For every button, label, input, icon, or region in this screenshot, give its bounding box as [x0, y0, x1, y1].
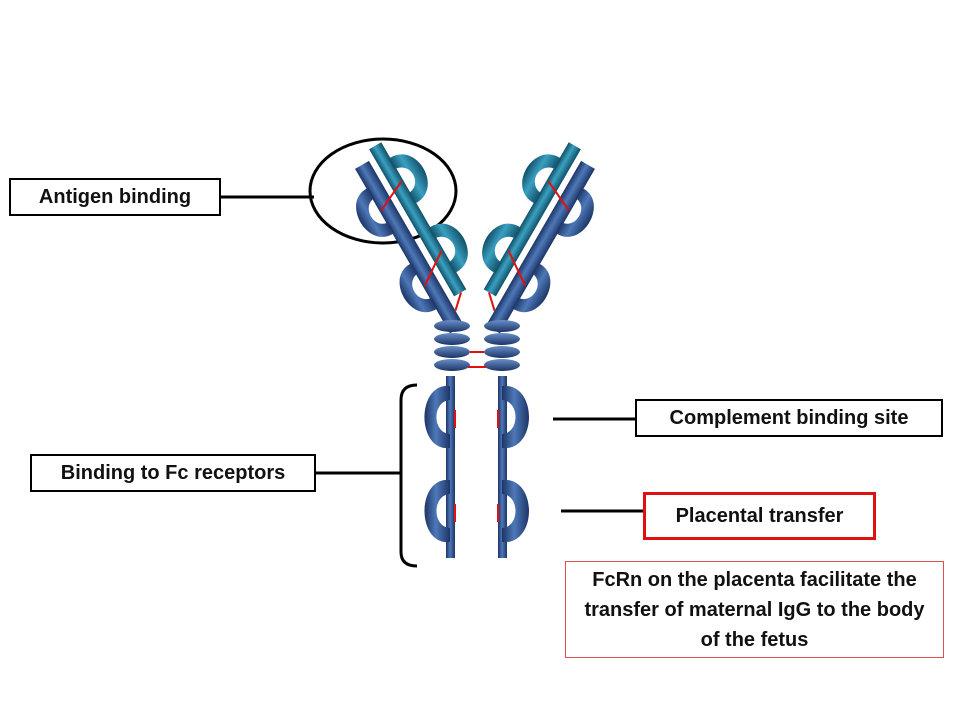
antigen-binding-ellipse [308, 137, 458, 245]
hinge-region [434, 320, 520, 371]
fc-bracket [399, 383, 418, 568]
fc-region [424, 376, 529, 558]
complement-binding-label: Complement binding site [635, 399, 943, 437]
right-fab-arm [482, 142, 595, 334]
left-fab-arm [355, 142, 468, 334]
placental-transfer-label: Placental transfer [643, 492, 876, 540]
fcrn-note: FcRn on the placenta facilitate the tran… [565, 561, 944, 658]
antigen-binding-label: Antigen binding [9, 178, 221, 216]
fc-receptors-label: Binding to Fc receptors [30, 454, 316, 492]
